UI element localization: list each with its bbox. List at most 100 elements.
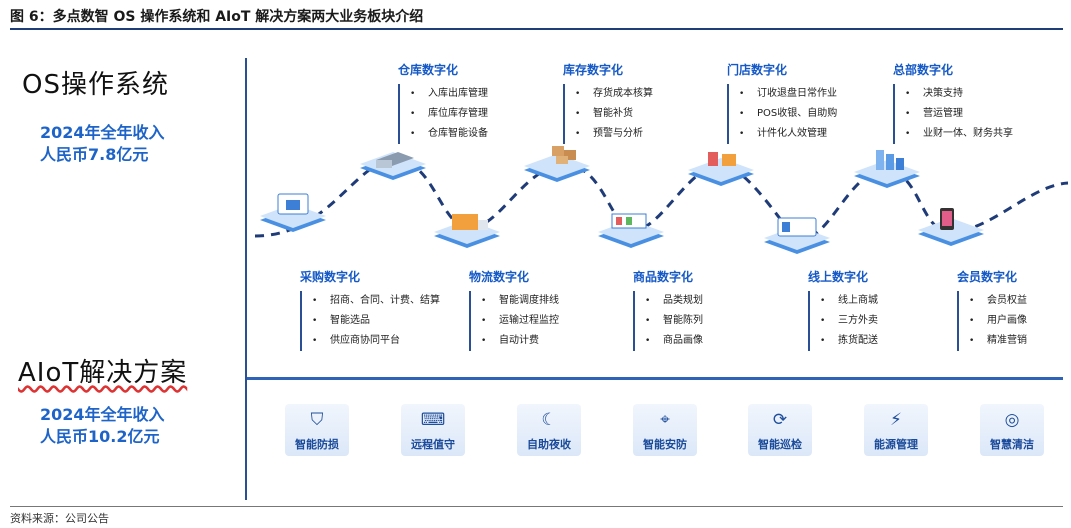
card-membership: 会员数字化 •会员权益 •用户画像 •精准营销 (957, 268, 1027, 351)
title-rule (10, 28, 1063, 30)
list-item: •POS收银、自助购 (739, 108, 838, 119)
bottom-rule (10, 506, 1063, 507)
product-platform-icon (598, 213, 664, 248)
night-checkout-icon: ☾ (541, 410, 557, 430)
card-title: 商品数字化 (633, 270, 694, 284)
list-item: •智能选品 (312, 315, 370, 326)
aiot-item-inspection: ⟳ 智能巡检 (748, 404, 812, 456)
aiot-item-night-checkout: ☾ 自助夜收 (517, 404, 581, 456)
list-item: •业财一体、财务共享 (905, 128, 1013, 139)
list-item: •三方外卖 (820, 315, 878, 326)
aiot-item-label: 智能巡检 (758, 438, 802, 451)
aiot-item-label: 智能安防 (643, 438, 687, 451)
warehouse-platform-icon (360, 152, 426, 180)
horizontal-divider (247, 377, 1063, 380)
membership-platform-icon (918, 208, 984, 246)
list-item: •智能调度排线 (481, 295, 559, 306)
card-title: 库存数字化 (563, 63, 624, 77)
aiot-item-security: ⌖ 智能安防 (633, 404, 697, 456)
card-body: •品类规划 •智能陈列 •商品画像 (633, 291, 703, 351)
energy-icon: ⚡ (890, 410, 902, 430)
card-body: •订收退盘日常作业 •POS收银、自助购 •计件化人效管理 (727, 84, 837, 144)
card-body: •存货成本核算 •智能补货 •预警与分析 (563, 84, 653, 144)
os-revenue-line1: 2024年全年收入 (40, 123, 165, 142)
list-item: •库位库存管理 (410, 108, 488, 119)
os-revenue-line2: 人民币7.8亿元 (40, 145, 149, 164)
card-logistics: 物流数字化 •智能调度排线 •运输过程监控 •自动计费 (469, 268, 559, 351)
aiot-item-label: 自助夜收 (527, 438, 571, 451)
list-item: •招商、合同、计费、结算 (312, 295, 440, 306)
headquarters-platform-icon (854, 150, 920, 188)
shield-ai-icon: ⛉ (310, 410, 324, 430)
aiot-item-label: 远程值守 (411, 438, 455, 451)
inspection-icon: ⟳ (772, 410, 788, 430)
list-item: •仓库智能设备 (410, 128, 488, 139)
card-online: 线上数字化 •线上商城 •三方外卖 •拣货配送 (808, 268, 878, 351)
logistics-platform-icon (434, 214, 500, 248)
card-title: 门店数字化 (727, 63, 788, 77)
store-platform-icon (688, 152, 754, 186)
card-title: 采购数字化 (300, 270, 361, 284)
list-item: •会员权益 (969, 295, 1027, 306)
list-item: •智能补货 (575, 108, 633, 119)
vertical-divider (245, 58, 247, 500)
aiot-item-label: 能源管理 (874, 438, 918, 451)
security-icon: ⌖ (660, 410, 670, 430)
aiot-item-loss-prevention: ⛉ 智能防损 (285, 404, 349, 456)
card-title: 仓库数字化 (398, 63, 459, 77)
card-body: •会员权益 •用户画像 •精准营销 (957, 291, 1027, 351)
card-title: 会员数字化 (957, 270, 1018, 284)
aiot-revenue: 2024年全年收入 人民币10.2亿元 (40, 404, 165, 448)
card-title: 总部数字化 (893, 63, 954, 77)
card-body: •入库出库管理 •库位库存管理 •仓库智能设备 (398, 84, 488, 144)
list-item: •入库出库管理 (410, 88, 488, 99)
card-procurement: 采购数字化 •招商、合同、计费、结算 •智能选品 •供应商协同平台 (300, 268, 440, 351)
aiot-revenue-line2: 人民币10.2亿元 (40, 427, 160, 446)
list-item: •智能陈列 (645, 315, 703, 326)
list-item: •商品画像 (645, 335, 703, 346)
list-item: •预警与分析 (575, 128, 643, 139)
card-body: •决策支持 •营运管理 •业财一体、财务共享 (893, 84, 1013, 144)
remote-guard-icon: ⌨ (420, 410, 446, 430)
list-item: •自动计费 (481, 335, 539, 346)
list-item: •运输过程监控 (481, 315, 559, 326)
card-warehouse: 仓库数字化 •入库出库管理 •库位库存管理 •仓库智能设备 (398, 61, 488, 144)
procurement-platform-icon (260, 193, 326, 232)
list-item: •存货成本核算 (575, 88, 653, 99)
list-item: •精准营销 (969, 335, 1027, 346)
card-headquarters: 总部数字化 •决策支持 •营运管理 •业财一体、财务共享 (893, 61, 1013, 144)
figure-title: 图 6：多点数智 OS 操作系统和 AIoT 解决方案两大业务板块介绍 (10, 9, 424, 25)
list-item: •供应商协同平台 (312, 335, 400, 346)
list-item: •拣货配送 (820, 335, 878, 346)
list-item: •计件化人效管理 (739, 128, 827, 139)
aiot-item-energy: ⚡ 能源管理 (864, 404, 928, 456)
inventory-platform-icon (524, 146, 590, 182)
os-revenue: 2024年全年收入 人民币7.8亿元 (40, 122, 165, 166)
card-title: 线上数字化 (808, 270, 869, 284)
card-body: •招商、合同、计费、结算 •智能选品 •供应商协同平台 (300, 291, 440, 351)
list-item: •决策支持 (905, 88, 963, 99)
aiot-item-label: 智能防损 (295, 438, 339, 451)
card-title: 物流数字化 (469, 270, 530, 284)
card-store: 门店数字化 •订收退盘日常作业 •POS收银、自助购 •计件化人效管理 (727, 61, 837, 144)
source-note: 资料来源：公司公告 (10, 512, 109, 525)
aiot-section-title: AIoT解决方案 (18, 352, 187, 389)
list-item: •品类规划 (645, 295, 703, 306)
list-item: •订收退盘日常作业 (739, 88, 837, 99)
online-platform-icon (764, 217, 830, 254)
list-item: •线上商城 (820, 295, 878, 306)
card-body: •智能调度排线 •运输过程监控 •自动计费 (469, 291, 559, 351)
card-body: •线上商城 •三方外卖 •拣货配送 (808, 291, 878, 351)
list-item: •营运管理 (905, 108, 963, 119)
os-section-title: OS操作系统 (22, 70, 169, 100)
card-product: 商品数字化 •品类规划 •智能陈列 •商品画像 (633, 268, 703, 351)
aiot-section-title-text: AIoT解决方案 (18, 358, 188, 388)
list-item: •用户画像 (969, 315, 1027, 326)
aiot-item-remote-guard: ⌨ 远程值守 (401, 404, 465, 456)
aiot-revenue-line1: 2024年全年收入 (40, 405, 165, 424)
card-inventory: 库存数字化 •存货成本核算 •智能补货 •预警与分析 (563, 61, 653, 144)
aiot-item-label: 智慧清洁 (990, 438, 1034, 451)
aiot-item-cleaning: ◎ 智慧清洁 (980, 404, 1044, 456)
cleaning-icon: ◎ (1004, 410, 1020, 430)
